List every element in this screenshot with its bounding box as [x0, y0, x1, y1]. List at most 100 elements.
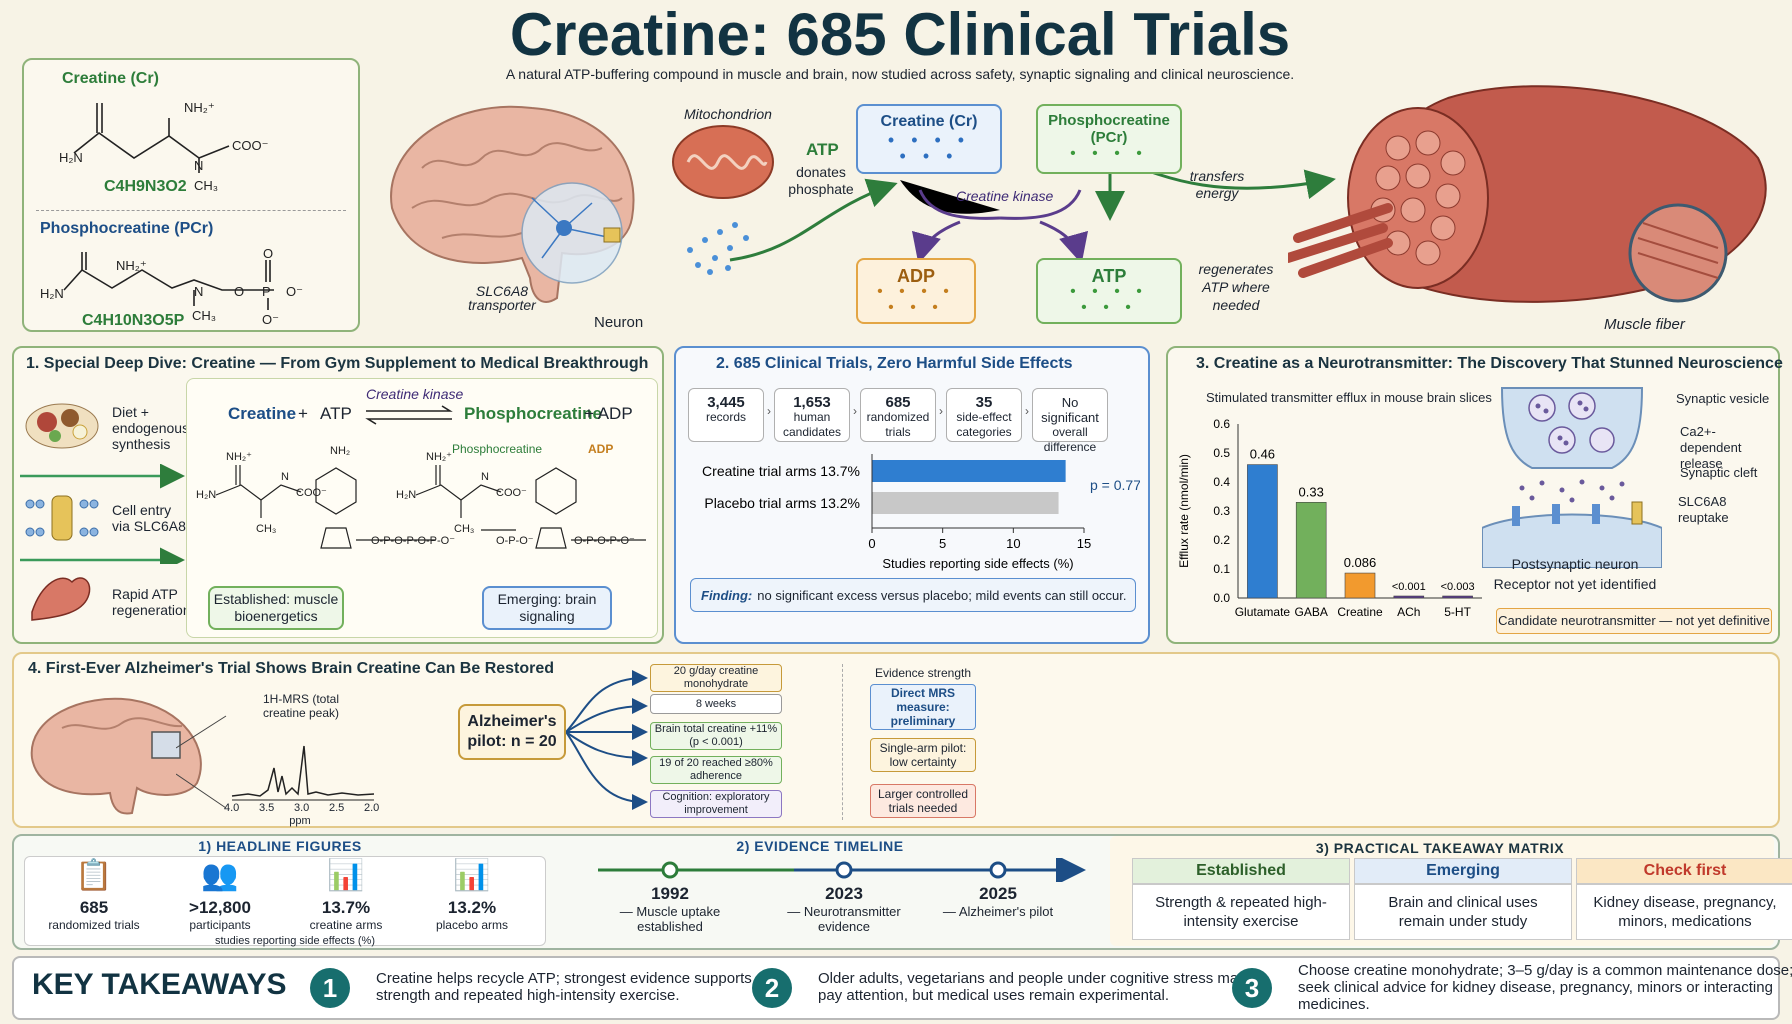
mrs-spectrum — [231, 745, 375, 801]
reuptake-label: SLC6A8 reuptake — [1678, 494, 1729, 525]
matrix-header: Check first — [1576, 858, 1792, 884]
efflux-category-label: Creatine — [1337, 605, 1383, 619]
takeaways-title: KEY TAKEAWAYS — [32, 968, 287, 1001]
svg-text:NH₂⁺: NH₂⁺ — [184, 100, 215, 115]
green-dots: • • • • — [1070, 145, 1148, 162]
ppm-tick-label: 4.0 — [224, 802, 240, 814]
matrix-cell: Kidney disease, pregnancy, minors, medic… — [1576, 884, 1792, 940]
panel1-title: 1. Special Deep Dive: Creatine — From Gy… — [26, 355, 649, 372]
matrix-header: Established — [1132, 858, 1350, 884]
emerging-badge: Emerging: brain signaling — [482, 586, 612, 630]
efflux-ylabel: Efflux rate (nmol/min) — [1177, 454, 1191, 568]
svg-text:N: N — [481, 471, 489, 483]
timeline-line — [598, 858, 1086, 882]
panel2-title: 2. 685 Clinical Trials, Zero Harmful Sid… — [716, 355, 1073, 372]
transporter-label: SLC6A8 transporter — [468, 283, 536, 313]
svg-text:NH₂⁺: NH₂⁺ — [226, 451, 252, 463]
emerging-text: Emerging: brain signaling — [497, 591, 597, 624]
regenerates-label: regenerates ATP where needed — [1198, 261, 1274, 313]
donates-label: donates phosphate — [788, 164, 854, 197]
takeaway-number: 2 — [752, 968, 792, 1008]
figure-value: 13.7% — [321, 898, 371, 917]
ppm-tick-label: 2.0 — [364, 802, 380, 814]
efflux-category-label: GABA — [1295, 605, 1328, 619]
kinase-label: Creatine kinase — [956, 188, 1054, 204]
timeline-year: 1992 — [651, 884, 689, 903]
figure-value: 685 — [79, 898, 109, 917]
divider — [36, 210, 346, 211]
figure-icon: 📊 — [327, 859, 365, 892]
pilot-text: Alzheimer's pilot: n = 20 — [467, 713, 557, 750]
takeaway-number: 3 — [1232, 968, 1272, 1008]
headline-title: 1) HEADLINE FIGURES — [198, 838, 362, 854]
figure-icon: 👥 — [201, 859, 239, 892]
efflux-value-label: <0.003 — [1441, 581, 1475, 593]
kinase-arrows — [911, 189, 1089, 264]
timeline-year: 2025 — [979, 884, 1017, 903]
svg-text:H₂N: H₂N — [59, 150, 83, 165]
figure-label: randomized trials — [48, 918, 140, 932]
takeaway-number: 1 — [310, 968, 350, 1008]
svg-text:COO⁻: COO⁻ — [496, 487, 527, 499]
efflux-tick-label: 0.4 — [1213, 475, 1230, 489]
side-effect-bar-chart: Creatine trial arms 13.7%Placebo trial a… — [702, 454, 1140, 571]
matrix-header: Emerging — [1354, 858, 1572, 884]
muscle-fiber-label: Muscle fiber — [1604, 316, 1685, 333]
figure-label: creatine arms — [309, 918, 383, 932]
timeline-title: 2) EVIDENCE TIMELINE — [736, 838, 904, 854]
orange-dots: • • • •• • • — [877, 283, 955, 316]
flow-step-value: 1,653 — [793, 394, 831, 411]
matrix-cell: Brain and clinical uses remain under stu… — [1354, 884, 1572, 940]
svg-text:CH₃: CH₃ — [192, 308, 216, 323]
evidence-box: Direct MRS measure: preliminary — [870, 684, 976, 730]
svg-text:O: O — [234, 284, 244, 299]
svg-text:O: O — [263, 246, 273, 261]
equilibrium-arrows — [365, 405, 453, 425]
phosphocreatine-structure-icon: H₂N NH₂⁺ N O P O⁻ O O⁻ CH₃ — [40, 246, 303, 327]
flow-arrow-icon: › — [939, 404, 943, 418]
mitochondrion-label: Mitochondrion — [684, 106, 772, 122]
flow-step-value: 35 — [975, 394, 993, 411]
hbar-tick-label: 15 — [1077, 536, 1091, 551]
timeline-year: 2023 — [825, 884, 863, 903]
page-subtitle: A natural ATP-buffering compound in musc… — [505, 66, 1295, 82]
flow-step-label: records — [705, 410, 746, 424]
atp-box: ATP • • • •• • • — [1036, 258, 1182, 324]
efflux-category-label: Glutamate — [1235, 605, 1291, 619]
svg-text:NH₂⁺: NH₂⁺ — [116, 258, 147, 273]
efflux-bar — [1344, 572, 1376, 599]
flow-arrow-icon: › — [1025, 404, 1029, 418]
pilot-branches — [566, 670, 648, 810]
page-title: Creatine: 685 Clinical Trials — [509, 1, 1291, 68]
efflux-tick-label: 0.0 — [1213, 591, 1230, 605]
svg-text:NH₂: NH₂ — [330, 445, 350, 457]
brain-illustration — [390, 105, 635, 303]
creatine-box: Creatine (Cr) • • • •• • • — [856, 104, 1002, 174]
efflux-value-label: <0.001 — [1392, 581, 1426, 593]
ppm-tick-label: 2.5 — [329, 802, 345, 814]
efflux-bar — [1442, 595, 1473, 599]
pcr-box: Phosphocreatine (PCr) • • • • — [1036, 104, 1182, 174]
synapse-illustration — [1482, 387, 1662, 568]
efflux-bar — [1247, 464, 1278, 599]
hbar-label: Creatine trial arms 13.7% — [702, 463, 860, 479]
svg-text:CH₃: CH₃ — [454, 523, 474, 535]
svg-text:NH₂⁺: NH₂⁺ — [426, 451, 452, 463]
hbar — [872, 492, 1059, 514]
flow-step-value: No significant — [1041, 395, 1099, 425]
efflux-tick-label: 0.5 — [1213, 446, 1230, 460]
ca-release-label: Ca2+-dependent release — [1680, 424, 1742, 471]
creatine-box-label: Creatine (Cr) — [880, 113, 978, 130]
figure-label: participants — [189, 918, 251, 932]
reaction-atp: ATP — [320, 404, 352, 423]
membrane-icon — [25, 495, 99, 541]
headline-footnote: studies reporting side effects (%) — [215, 935, 375, 947]
finding-text: no significant excess versus placebo; mi… — [757, 587, 1127, 603]
pcr-formula: C4H10N3O5P — [82, 312, 185, 329]
mrs-callout-lines — [176, 715, 227, 809]
adp-small-label: ADP — [588, 442, 614, 456]
ppm-tick-label: 3.5 — [259, 802, 275, 814]
